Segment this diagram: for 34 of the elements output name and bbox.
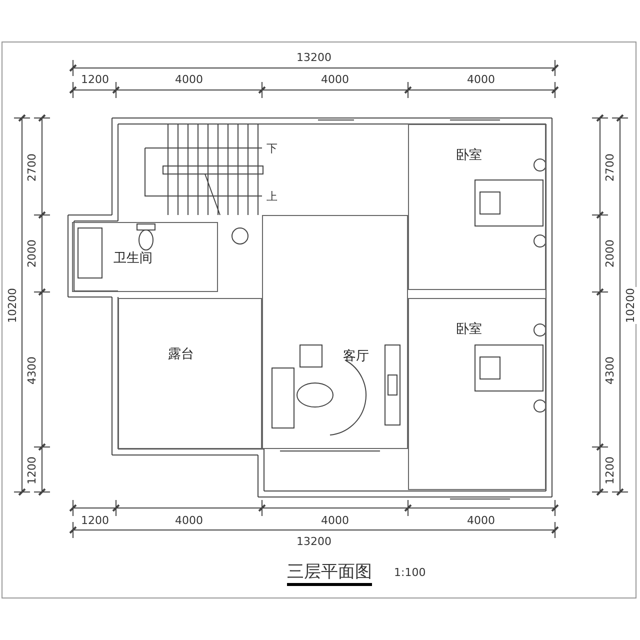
scale-label: 1:100: [393, 566, 427, 578]
stair-direction-label: 下: [266, 140, 278, 156]
room-name: 卧室: [456, 321, 482, 338]
dimension-label: 13200: [296, 50, 332, 64]
dimension-label: 4000: [320, 514, 350, 526]
bedroom-room: [408, 124, 546, 290]
dimension-label: 4000: [174, 514, 204, 526]
room-name: 卧室: [456, 147, 482, 164]
living-room: [262, 215, 408, 449]
bathroom-room: [72, 222, 218, 292]
bedroom-room: [408, 298, 546, 490]
dimension-label: 4000: [466, 514, 496, 526]
dimension-label: 1200: [80, 72, 110, 86]
dimension-label: 1200: [26, 455, 38, 485]
terrace-area: [118, 298, 262, 449]
dimension-label: 4300: [604, 355, 616, 385]
dimension-label: 4000: [466, 72, 496, 86]
drawing-title: 三层平面图: [287, 560, 372, 586]
dimension-label: 4000: [320, 72, 350, 86]
dimension-label: 2700: [26, 152, 38, 182]
room-name: 露台: [168, 346, 194, 363]
dimension-label: 13200: [296, 534, 332, 548]
dimension-label: 1200: [604, 455, 616, 485]
dimension-label: 4300: [26, 355, 38, 385]
dimension-label: 2700: [604, 152, 616, 182]
stair-direction-label: 上: [266, 188, 278, 204]
dimension-label: 10200: [624, 286, 636, 324]
room-name: 卫生间: [114, 250, 152, 267]
room-name: 客厅: [343, 348, 369, 365]
dimension-label: 2000: [604, 238, 616, 268]
dimension-label: 10200: [6, 286, 18, 324]
dimension-label: 4000: [174, 72, 204, 86]
dimension-label: 2000: [26, 238, 38, 268]
dimension-label: 1200: [80, 514, 110, 526]
